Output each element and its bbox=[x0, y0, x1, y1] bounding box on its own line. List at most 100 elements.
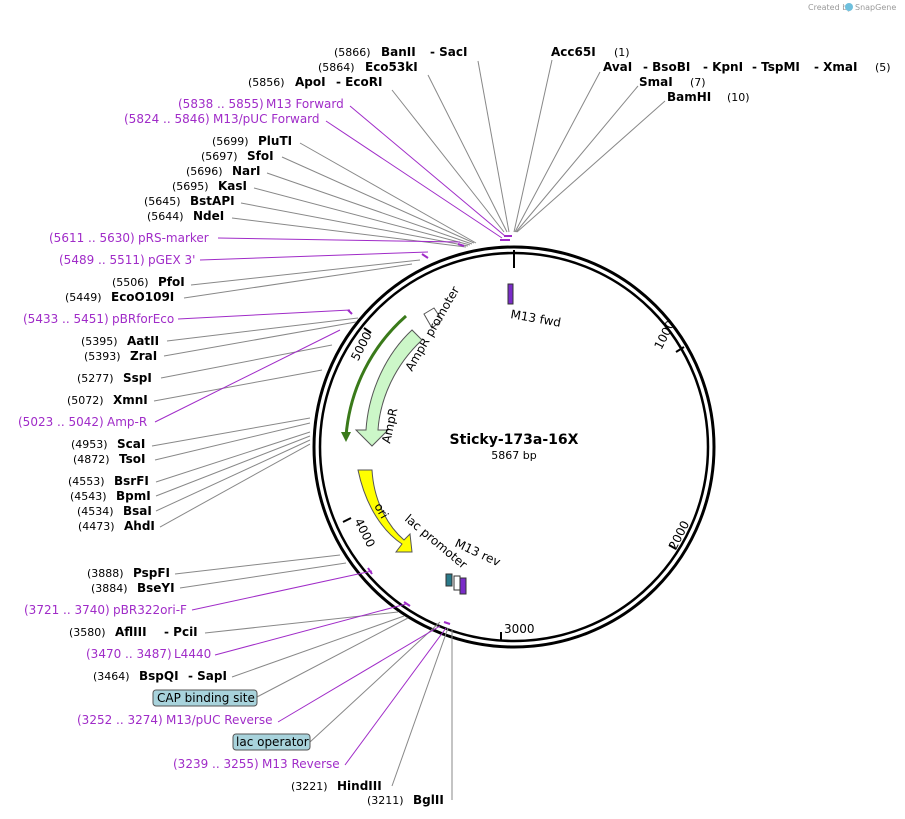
cap-box bbox=[152, 689, 258, 707]
lacop-box bbox=[232, 733, 311, 751]
tspmi-label: - TspMI bbox=[752, 60, 800, 74]
ampr-promoter-arrow bbox=[423, 307, 443, 329]
pluti-pos: (5699) bbox=[212, 135, 249, 148]
tick-4000: 4000 bbox=[351, 516, 377, 550]
m13-fwd-feature bbox=[507, 283, 514, 305]
smai-label: SmaI bbox=[639, 75, 673, 89]
scai-pos: (4953) bbox=[71, 438, 108, 451]
smai-pos: (7) bbox=[690, 76, 706, 89]
pspfi-pos: (3888) bbox=[87, 567, 124, 580]
ticks bbox=[342, 327, 685, 641]
bstapi-pos: (5645) bbox=[144, 195, 181, 208]
prs-label: pRS-marker bbox=[138, 231, 209, 245]
bottom-primer-leaders bbox=[191, 570, 447, 766]
l4440-label: L4440 bbox=[174, 647, 211, 661]
hindiii-pos: (3221) bbox=[291, 780, 328, 793]
left-leaders bbox=[151, 142, 477, 528]
kpni-label: - KpnI bbox=[703, 60, 743, 74]
ampr-range: (5023 .. 5042) bbox=[18, 415, 104, 429]
pspfi-label: PspFI bbox=[133, 566, 170, 580]
zrai-pos: (5393) bbox=[84, 350, 121, 363]
nari-pos: (5696) bbox=[186, 165, 223, 178]
sfoi-label: SfoI bbox=[247, 149, 274, 163]
ampr-promoter-label: AmpR promoter bbox=[402, 284, 462, 374]
xmai-label: - XmaI bbox=[814, 60, 857, 74]
bglii-label: BglII bbox=[413, 793, 444, 807]
top-primer-leaders bbox=[325, 105, 506, 239]
bglii-pos: (3211) bbox=[367, 794, 404, 807]
sapi-label: - SapI bbox=[188, 669, 227, 683]
acc65i-pos: (1) bbox=[614, 46, 630, 59]
bsrfi-label: BsrFI bbox=[114, 474, 149, 488]
ampr-primer-label: Amp-R bbox=[107, 415, 147, 429]
bsrfi-pos: (4553) bbox=[68, 475, 105, 488]
lac-promoter-feature bbox=[445, 573, 453, 587]
eco53ki-label: Eco53kI bbox=[365, 60, 418, 74]
kasi-pos: (5695) bbox=[172, 180, 209, 193]
apoi-label: ApoI bbox=[295, 75, 326, 89]
lacop-label: lac operator bbox=[236, 735, 309, 749]
m13-rev-feature bbox=[459, 577, 467, 595]
banii-pos: (5866) bbox=[334, 46, 371, 59]
m13rev-range: (3239 .. 3255) bbox=[173, 757, 259, 771]
left-primer-leaders bbox=[154, 237, 461, 423]
tsoi-label: TsoI bbox=[119, 452, 145, 466]
kasi-label: KasI bbox=[218, 179, 247, 193]
pbr322-range: (3721 .. 3740) bbox=[24, 603, 110, 617]
tick-3000: 3000 bbox=[504, 622, 535, 636]
top-leaders bbox=[391, 59, 666, 233]
acc65i-label: Acc65I bbox=[551, 45, 596, 59]
sfoi-pos: (5697) bbox=[201, 150, 238, 163]
bseyi-label: BseYI bbox=[137, 581, 175, 595]
pbr-range: (5433 .. 5451) bbox=[23, 312, 109, 326]
bstapi-label: BstAPI bbox=[190, 194, 235, 208]
bsai-pos: (4534) bbox=[77, 505, 114, 518]
sspi-label: SspI bbox=[123, 371, 152, 385]
ori-label: ori bbox=[371, 501, 391, 522]
m13fwd-label: M13 Forward bbox=[266, 97, 344, 111]
apoi-pos: (5856) bbox=[248, 76, 285, 89]
bsobi-label: - BsoBI bbox=[643, 60, 690, 74]
ampr-inner-head bbox=[341, 432, 351, 442]
plasmid-name: Sticky-173a-16X bbox=[450, 432, 579, 448]
bspqi-pos: (3464) bbox=[93, 670, 130, 683]
xmni-label: XmnI bbox=[113, 393, 148, 407]
bsai-label: BsaI bbox=[123, 504, 152, 518]
pfoi-pos: (5506) bbox=[112, 276, 149, 289]
prs-range: (5611 .. 5630) bbox=[49, 231, 135, 245]
eco109-label: EcoO109I bbox=[111, 290, 174, 304]
m13fwd-range: (5838 .. 5855) bbox=[178, 97, 264, 111]
bamhi-label: BamHI bbox=[667, 90, 711, 104]
ecori-label: - EcoRI bbox=[336, 75, 382, 89]
eco53ki-pos: (5864) bbox=[318, 61, 355, 74]
bspqi-label: BspQI bbox=[139, 669, 179, 683]
aatii-label: AatII bbox=[127, 334, 159, 348]
brand-created-by: Created by bbox=[808, 3, 852, 12]
ampr-arrow bbox=[354, 329, 423, 447]
bpmi-label: BpmI bbox=[116, 489, 151, 503]
plasmid-size: 5867 bp bbox=[491, 449, 536, 462]
tsoi-pos: (4872) bbox=[73, 453, 110, 466]
nari-label: NarI bbox=[232, 164, 261, 178]
m13pucrev-range: (3252 .. 3274) bbox=[77, 713, 163, 727]
ndei-label: NdeI bbox=[193, 209, 224, 223]
l4440-range: (3470 .. 3487) bbox=[86, 647, 172, 661]
eco109-pos: (5449) bbox=[65, 291, 102, 304]
m13puc-label: M13/pUC Forward bbox=[213, 112, 320, 126]
pfoi-label: PfoI bbox=[158, 275, 185, 289]
aatii-pos: (5395) bbox=[81, 335, 118, 348]
cap-label: CAP binding site bbox=[157, 691, 255, 705]
afliii-label: AflIII bbox=[115, 625, 147, 639]
xmai-pos: (5) bbox=[875, 61, 891, 74]
m13-fwd-label: M13 fwd bbox=[509, 307, 562, 330]
lac-operator-feature bbox=[453, 575, 461, 591]
m13pucrev-label: M13/pUC Reverse bbox=[166, 713, 273, 727]
bpmi-pos: (4543) bbox=[70, 490, 107, 503]
pbr-label: pBRforEco bbox=[112, 312, 174, 326]
zrai-label: ZraI bbox=[130, 349, 157, 363]
ahdi-pos: (4473) bbox=[78, 520, 115, 533]
pcii-label: - PciI bbox=[164, 625, 198, 639]
scai-label: ScaI bbox=[117, 437, 145, 451]
snapgene-logo-icon bbox=[845, 3, 853, 11]
